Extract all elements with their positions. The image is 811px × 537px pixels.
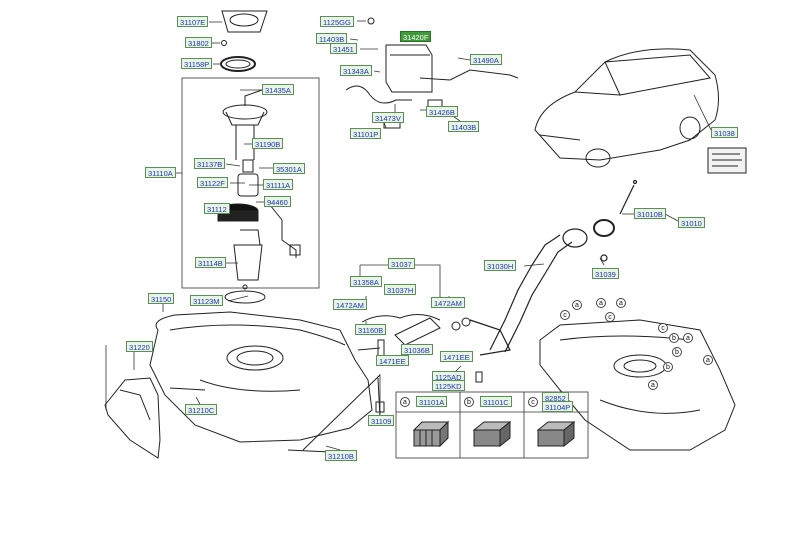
table-icons xyxy=(412,420,576,448)
fuel-tank-detail-shape xyxy=(539,319,736,451)
fuel-tank-shape xyxy=(104,311,381,459)
label-31037h[interactable]: 31037H xyxy=(384,284,417,295)
label-31358a[interactable]: 31358A xyxy=(350,276,382,287)
label-31420f[interactable]: 31420F xyxy=(400,31,432,42)
callout-c: c xyxy=(605,312,615,322)
label-31210b[interactable]: 31210B xyxy=(325,450,357,461)
label-1472am-left[interactable]: 1472AM xyxy=(333,299,367,310)
label-31122f[interactable]: 31122F xyxy=(197,177,228,188)
callout-a: a xyxy=(572,300,582,310)
label-31123m[interactable]: 31123M xyxy=(190,295,223,306)
label-31210c[interactable]: 31210C xyxy=(185,404,218,415)
filler-neck-shape xyxy=(469,179,638,356)
pad-icon-31101c xyxy=(472,420,512,448)
label-31114b[interactable]: 31114B xyxy=(195,257,226,268)
pad-icon-31104p xyxy=(536,420,576,448)
label-31137b[interactable]: 31137B xyxy=(194,158,226,169)
label-31111a[interactable]: 31111A xyxy=(263,179,294,190)
label-31802[interactable]: 31802 xyxy=(185,37,212,48)
callout-a: a xyxy=(616,298,626,308)
label-31109[interactable]: 31109 xyxy=(368,415,395,426)
callout-a: a xyxy=(648,380,658,390)
callout-a: a xyxy=(596,298,606,308)
label-31473v[interactable]: 31473V xyxy=(372,112,404,123)
callout-b: b xyxy=(663,362,673,372)
label-31101a[interactable]: 31101A xyxy=(416,396,448,407)
label-31110a[interactable]: 31110A xyxy=(145,167,176,178)
label-31039[interactable]: 31039 xyxy=(592,268,619,279)
label-35301a[interactable]: 35301A xyxy=(273,163,305,174)
callout-a: a xyxy=(683,333,693,343)
label-1471ee-right[interactable]: 1471EE xyxy=(440,351,473,362)
label-1125kd[interactable]: 1125KD xyxy=(432,380,465,391)
bracket-31037 xyxy=(360,264,441,305)
label-31490a[interactable]: 31490A xyxy=(470,54,502,65)
label-31150[interactable]: 31150 xyxy=(148,293,175,304)
callout-c: c xyxy=(658,323,668,333)
label-31037[interactable]: 31037 xyxy=(388,258,415,269)
label-31435a[interactable]: 31435A xyxy=(262,84,294,95)
label-31343a[interactable]: 31343A xyxy=(340,65,372,76)
car-sketch xyxy=(534,48,747,174)
label-31190b[interactable]: 31190B xyxy=(252,138,284,149)
pump-assembly-frame xyxy=(181,77,320,289)
cover-31107e-shape xyxy=(221,10,268,33)
label-31101p[interactable]: 31101P xyxy=(350,128,382,139)
label-31104p[interactable]: 31104P xyxy=(542,401,574,412)
callout-c: c xyxy=(560,310,570,320)
label-31220[interactable]: 31220 xyxy=(126,341,153,352)
callout-b: b xyxy=(669,333,679,343)
label-31451[interactable]: 31451 xyxy=(330,43,357,54)
label-1472am-right[interactable]: 1472AM xyxy=(431,297,465,308)
label-11403b-bottom[interactable]: 11403B xyxy=(448,121,480,132)
table-key-c: c xyxy=(528,397,538,407)
label-31101c[interactable]: 31101C xyxy=(480,396,512,407)
callout-a: a xyxy=(703,355,713,365)
pad-icon-31101a xyxy=(412,420,450,448)
label-31160b[interactable]: 31160B xyxy=(355,324,387,335)
label-31426b[interactable]: 31426B xyxy=(426,106,458,117)
callout-b: b xyxy=(672,347,682,357)
table-key-a: a xyxy=(400,397,410,407)
label-31030h[interactable]: 31030H xyxy=(484,260,517,271)
label-1125gg[interactable]: 1125GG xyxy=(320,16,354,27)
label-94460[interactable]: 94460 xyxy=(264,196,291,207)
label-1471ee-left[interactable]: 1471EE xyxy=(376,355,409,366)
label-31038[interactable]: 31038 xyxy=(711,127,738,138)
label-31010[interactable]: 31010 xyxy=(678,217,705,228)
table-key-b: b xyxy=(464,397,474,407)
label-31010b[interactable]: 31010B xyxy=(634,208,666,219)
hoses-shape xyxy=(357,314,483,419)
parts-table-frame xyxy=(395,391,589,459)
label-31036b[interactable]: 31036B xyxy=(401,344,433,355)
label-31112[interactable]: 31112 xyxy=(204,203,230,214)
label-31107e[interactable]: 31107E xyxy=(177,16,209,27)
label-31158p[interactable]: 31158P xyxy=(181,58,213,69)
